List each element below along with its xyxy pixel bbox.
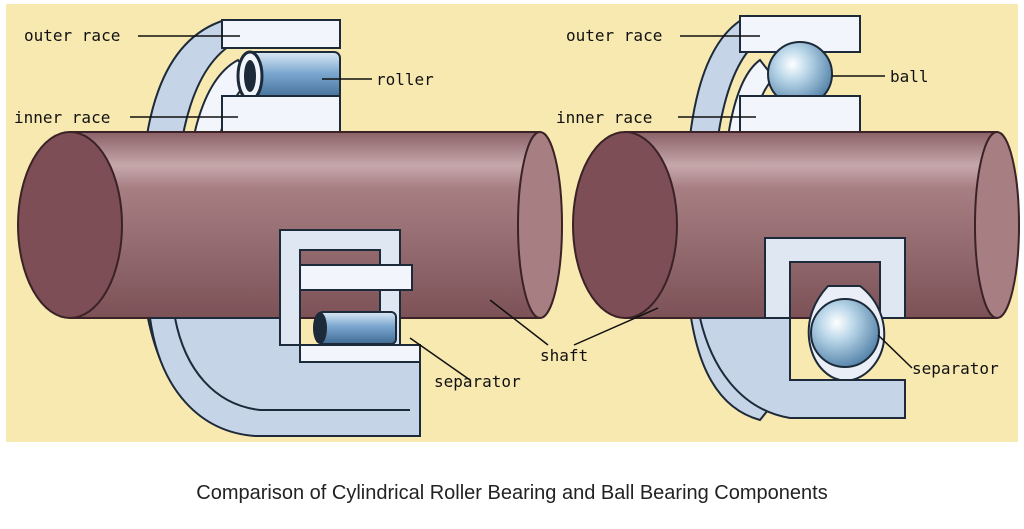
label-separator-right: separator bbox=[912, 359, 999, 378]
shaft-right bbox=[572, 131, 1020, 319]
label-shaft: shaft bbox=[540, 346, 588, 365]
ball-bearing bbox=[572, 14, 1020, 422]
ball-lower bbox=[810, 298, 880, 368]
roller-lower bbox=[317, 311, 397, 345]
inner-race-block-left bbox=[221, 95, 341, 135]
label-inner-race-left: inner race bbox=[14, 108, 110, 127]
label-roller: roller bbox=[376, 70, 434, 89]
label-ball: ball bbox=[890, 67, 929, 86]
label-outer-race-right: outer race bbox=[566, 26, 662, 45]
outer-race-block-left bbox=[221, 19, 341, 49]
outer-race-lower-left bbox=[148, 317, 421, 437]
roller-bearing bbox=[17, 18, 563, 437]
inner-race-lower-right bbox=[764, 237, 906, 319]
shaft-end-right bbox=[572, 131, 678, 319]
outer-race-block-right bbox=[739, 15, 861, 53]
label-outer-race-left: outer race bbox=[24, 26, 120, 45]
outer-race-lower-right bbox=[698, 317, 906, 419]
label-separator-left: separator bbox=[434, 372, 521, 391]
shaft-end-left bbox=[17, 131, 123, 319]
label-inner-race-right: inner race bbox=[556, 108, 652, 127]
inner-race-block-right bbox=[739, 95, 861, 133]
leader-lines bbox=[130, 35, 913, 381]
figure-caption: Comparison of Cylindrical Roller Bearing… bbox=[196, 482, 828, 504]
